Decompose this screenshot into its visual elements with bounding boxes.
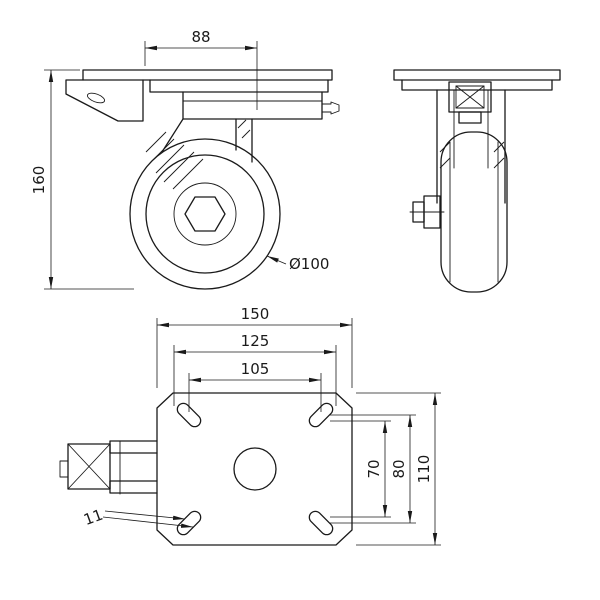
label-wheel-diameter: Ø100 bbox=[266, 255, 329, 273]
dim-bolt-span-y-inner: 70 bbox=[330, 420, 391, 518]
dim-bolt-span-y-outer-value: 80 bbox=[390, 459, 408, 478]
side-top-plate bbox=[393, 69, 561, 81]
side-fork-hatching bbox=[439, 141, 505, 169]
dim-bolt-span-x-inner: 105 bbox=[188, 360, 322, 412]
dim-plate-length: 150 bbox=[156, 305, 353, 388]
side-swivel-race bbox=[401, 79, 553, 91]
side-view bbox=[393, 69, 561, 293]
label-wheel-diameter-value: Ø100 bbox=[289, 255, 329, 273]
side-axle-nut bbox=[409, 195, 445, 229]
front-grease-fitting bbox=[321, 101, 340, 115]
dim-top-width: 88 bbox=[144, 28, 258, 110]
dim-plate-width: 110 bbox=[356, 392, 441, 546]
plan-slot-bottom-right bbox=[308, 510, 334, 536]
dim-bolt-span-y-inner-value: 70 bbox=[365, 459, 383, 478]
plan-slot-top-left bbox=[176, 402, 202, 428]
plan-slot-top-right bbox=[308, 402, 334, 428]
dim-overall-height: 160 bbox=[30, 69, 134, 290]
front-hub bbox=[173, 182, 237, 246]
dim-plate-length-value: 150 bbox=[241, 305, 270, 323]
dim-bolt-span-x-outer-value: 125 bbox=[241, 332, 270, 350]
side-wheel bbox=[440, 131, 508, 293]
plan-slot-bottom-left bbox=[176, 510, 202, 536]
label-slot-width-value: 11 bbox=[81, 506, 105, 529]
front-wheel-tread bbox=[145, 154, 265, 274]
dim-plate-width-value: 110 bbox=[415, 455, 433, 484]
dim-bolt-span-y-outer: 80 bbox=[330, 414, 416, 524]
dim-bolt-span-x-outer: 125 bbox=[173, 332, 337, 406]
plan-center-hole bbox=[233, 447, 277, 491]
front-fork-hatching bbox=[145, 119, 251, 190]
front-axle-nut bbox=[184, 196, 226, 232]
label-slot-width: 11 bbox=[81, 506, 194, 529]
front-view bbox=[65, 69, 340, 290]
dim-bolt-span-x-inner-value: 105 bbox=[241, 360, 270, 378]
front-top-plate bbox=[82, 69, 333, 81]
front-swivel-race bbox=[149, 79, 329, 93]
side-kingpin-assembly bbox=[448, 81, 492, 124]
dim-overall-height-value: 160 bbox=[30, 166, 48, 195]
front-wheel-outer bbox=[129, 138, 281, 290]
plan-brake-bracket bbox=[59, 440, 158, 495]
dim-top-width-value: 88 bbox=[191, 28, 210, 46]
plan-plate-outline bbox=[156, 392, 353, 546]
front-swivel-housing bbox=[182, 91, 323, 120]
side-fork bbox=[436, 89, 506, 204]
front-pedal-slot bbox=[86, 92, 106, 104]
front-brake-pedal bbox=[65, 79, 144, 122]
plan-view bbox=[59, 392, 353, 546]
